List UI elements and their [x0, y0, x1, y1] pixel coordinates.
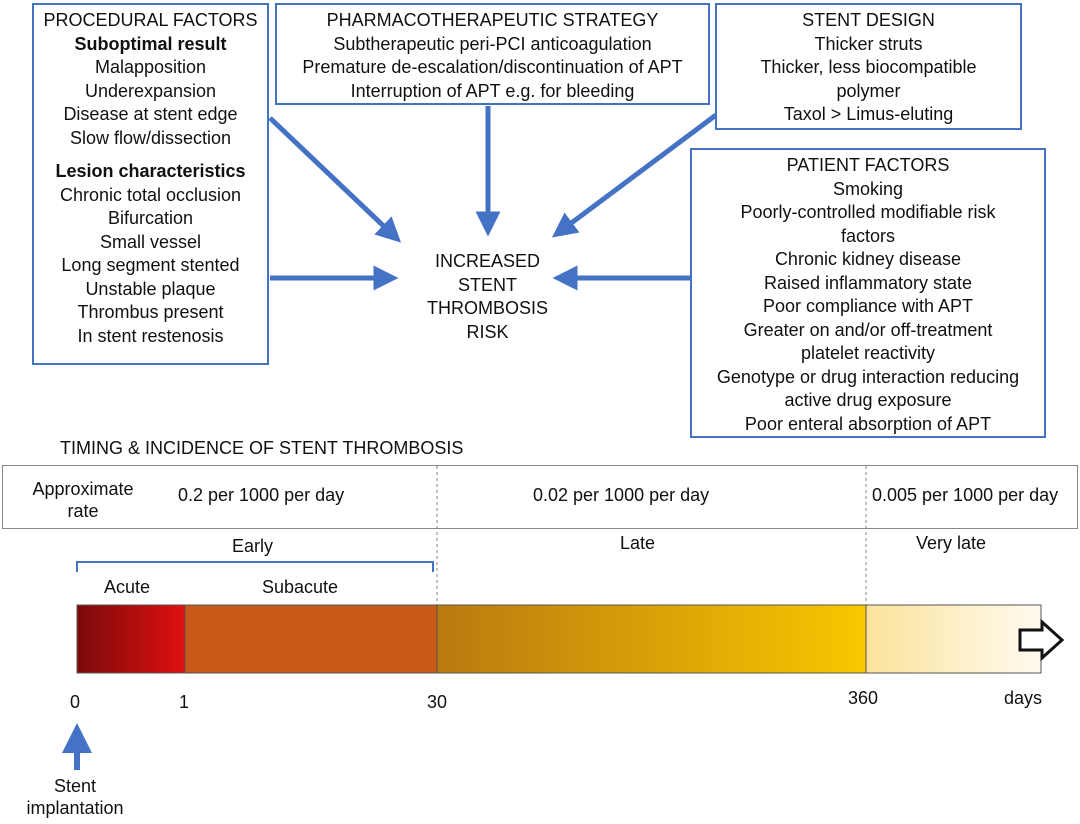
stent-implantation-line: implantation	[26, 798, 124, 818]
patient-item: Poor compliance with APT	[762, 296, 974, 316]
stent-design-title: STENT DESIGN	[802, 10, 935, 30]
period-early: Early	[232, 536, 274, 556]
approximate-rate-label: Approximate rate	[18, 478, 148, 522]
patient-item: factors	[840, 225, 896, 246]
lesion-item: Bifurcation	[107, 208, 194, 228]
tick-30: 30	[427, 692, 448, 712]
patient-item: active drug exposure	[784, 390, 952, 410]
rate-late: 0.02 per 1000 per day	[533, 485, 710, 505]
rate-early: 0.2 per 1000 per day	[178, 485, 345, 505]
procedural-factors-title: PROCEDURAL FACTORS	[43, 10, 258, 30]
lesion-characteristics-heading: Lesion characteristics	[55, 161, 246, 181]
rate-very-late: 0.005 per 1000 per day	[872, 485, 1059, 505]
stent-implantation-line: Stent	[53, 776, 97, 796]
patient-item: Raised inflammatory state	[763, 272, 973, 293]
period-late: Late	[620, 533, 656, 553]
tick-days: days	[1004, 688, 1043, 708]
patient-factors-title: PATIENT FACTORS	[786, 155, 950, 175]
center-line: THROMBOSIS	[426, 298, 548, 318]
late-segment	[437, 605, 866, 673]
arrow-procedural-diagonal	[268, 116, 402, 243]
patient-item: Poor enteral absorption of APT	[744, 413, 992, 434]
procedural-item: Slow flow/dissection	[69, 127, 232, 148]
stent-design-item: polymer	[836, 80, 901, 101]
procedural-item: Malapposition	[94, 57, 207, 77]
lesion-item: In stent restenosis	[77, 325, 224, 346]
subacute-segment	[185, 605, 437, 673]
lesion-item: Long segment stented	[61, 255, 240, 275]
period-acute: Acute	[104, 577, 151, 597]
stent-design-item: Thicker struts	[814, 33, 923, 54]
timing-title: TIMING & INCIDENCE OF STENT THROMBOSIS	[60, 438, 464, 458]
tick-1: 1	[179, 692, 190, 712]
tick-0: 0	[70, 692, 81, 712]
patient-factors-box: PATIENT FACTORS Smoking Poorly-controlle…	[690, 148, 1046, 438]
continuation-arrow-icon	[1018, 618, 1065, 662]
lesion-item: Unstable plaque	[85, 278, 216, 299]
very-late-segment	[866, 605, 1041, 673]
arrow-stent-design	[551, 112, 718, 238]
patient-item: Genotype or drug interaction reducing	[716, 366, 1020, 387]
stent-implantation-label: Stent implantation	[20, 775, 130, 819]
lesion-item: Thrombus present	[77, 302, 224, 322]
suboptimal-result-heading: Suboptimal result	[74, 33, 227, 54]
stent-design-item: Taxol > Limus-eluting	[783, 104, 954, 124]
period-very-late: Very late	[916, 533, 987, 553]
patient-item: Greater on and/or off-treatment	[743, 319, 993, 340]
stent-design-box: STENT DESIGN Thicker struts Thicker, les…	[715, 3, 1022, 130]
pharmacotherapeutic-strategy-box: PHARMACOTHERAPEUTIC STRATEGY Subtherapeu…	[275, 3, 710, 105]
center-line: INCREASED	[434, 251, 541, 271]
patient-item: Smoking	[832, 178, 904, 199]
pharm-item: Subtherapeutic peri-PCI anticoagulation	[333, 33, 652, 54]
procedural-item: Underexpansion	[84, 80, 217, 101]
pharmacotherapeutic-title: PHARMACOTHERAPEUTIC STRATEGY	[326, 10, 659, 30]
patient-item: platelet reactivity	[800, 343, 936, 363]
increased-risk-label: INCREASED STENT THROMBOSIS RISK	[405, 250, 570, 344]
early-bracket	[76, 561, 434, 572]
patient-item: Chronic kidney disease	[774, 249, 962, 269]
rate-label-line: rate	[67, 501, 99, 521]
acute-segment	[77, 605, 185, 673]
center-line: STENT	[457, 274, 517, 295]
period-subacute: Subacute	[262, 577, 339, 597]
lesion-item: Small vessel	[99, 231, 202, 252]
tick-360: 360	[848, 688, 879, 708]
patient-item: Poorly-controlled modifiable risk	[740, 202, 996, 222]
rate-box	[2, 465, 1078, 529]
procedural-item: Disease at stent edge	[63, 104, 238, 124]
procedural-factors-box: PROCEDURAL FACTORS Suboptimal result Mal…	[32, 3, 269, 365]
pharm-item: Interruption of APT e.g. for bleeding	[350, 80, 635, 101]
center-line: RISK	[466, 321, 509, 342]
rate-label-line: Approximate	[32, 479, 134, 499]
stent-design-item: Thicker, less biocompatible	[760, 57, 977, 77]
lesion-item: Chronic total occlusion	[59, 184, 242, 205]
pharm-item: Premature de-escalation/discontinuation …	[302, 57, 683, 77]
